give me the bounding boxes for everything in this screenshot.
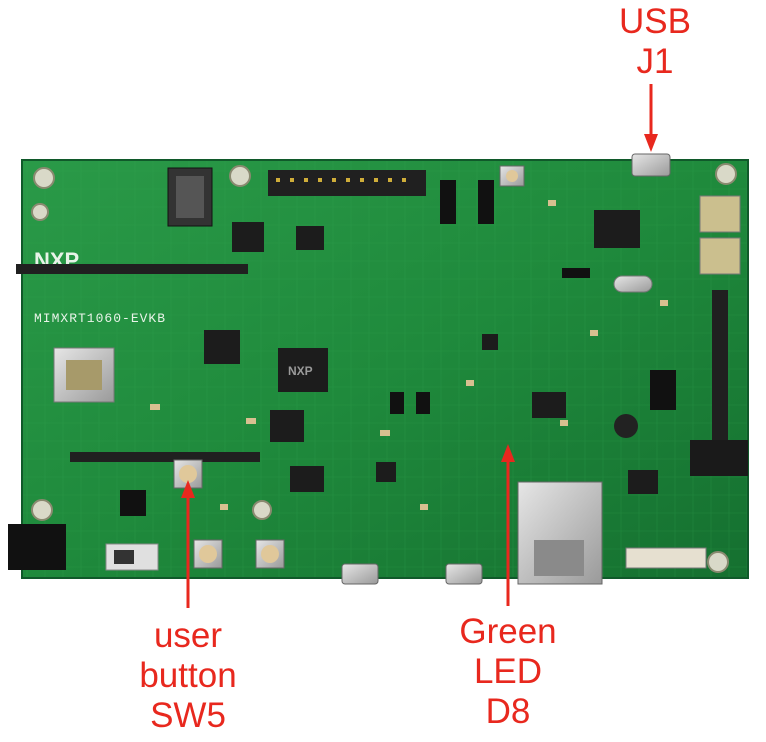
green-led-d8-label: Green LED D8 bbox=[450, 612, 566, 732]
button-label-line3: SW5 bbox=[150, 696, 226, 735]
audio-jack bbox=[690, 440, 748, 476]
tactile-buttons bbox=[173, 165, 525, 569]
usb-label-line1: USB bbox=[619, 2, 691, 41]
led-label-line3: D8 bbox=[485, 692, 531, 731]
sd-card-slot bbox=[53, 347, 115, 403]
buzzer bbox=[614, 414, 638, 438]
led-label-line1: Green bbox=[459, 612, 557, 651]
board-model-text: MIMXRT1060-EVKB bbox=[34, 311, 166, 326]
m2-slot bbox=[167, 167, 213, 227]
ic-chips bbox=[204, 210, 658, 494]
header-pins bbox=[276, 178, 406, 182]
mounting-holes bbox=[31, 163, 737, 573]
lcd-connector bbox=[625, 547, 707, 569]
button-arrow bbox=[181, 480, 195, 608]
slide-switch bbox=[105, 543, 159, 571]
header-strips bbox=[16, 170, 728, 462]
usb-j1-label: USB J1 bbox=[600, 2, 710, 82]
led-label-line2: LED bbox=[473, 652, 543, 691]
ethernet-jack bbox=[517, 481, 603, 585]
button-label-line2: button bbox=[139, 656, 237, 695]
chip-logo-text: NXP bbox=[288, 364, 313, 378]
edge-connectors bbox=[699, 195, 741, 275]
button-label-line1: user bbox=[153, 616, 223, 655]
crystal bbox=[613, 275, 653, 293]
user-button-sw5-label: user button SW5 bbox=[130, 616, 246, 736]
led-arrow bbox=[501, 444, 515, 606]
usb-ports bbox=[341, 153, 671, 585]
power-jack bbox=[8, 524, 66, 570]
usb-arrow bbox=[644, 84, 658, 152]
smd-components bbox=[150, 200, 668, 510]
usb-label-line2: J1 bbox=[636, 42, 674, 81]
jumpers bbox=[120, 180, 676, 516]
